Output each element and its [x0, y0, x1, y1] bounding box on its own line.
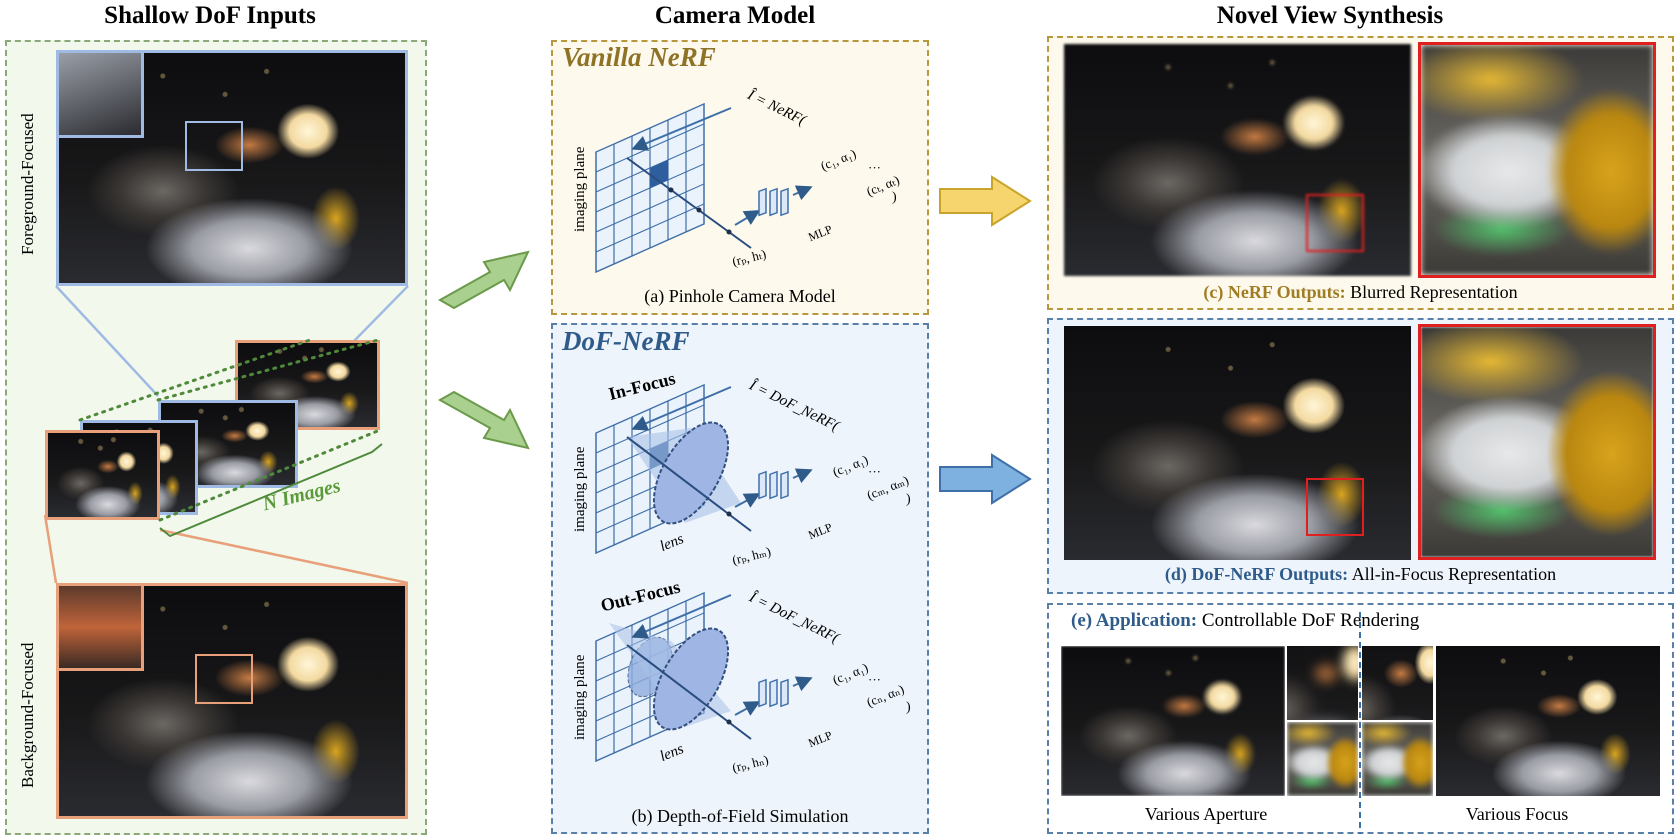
mlp-icon [758, 187, 789, 217]
infocus-close-paren: ) [906, 492, 911, 507]
background-inset-marker [195, 654, 253, 704]
nerf-output-photo [1064, 44, 1411, 276]
vanilla-close-paren: ) [892, 190, 897, 205]
vanilla-nerf-title: Vanilla NeRF [562, 42, 716, 72]
dof-outputs-caption-suffix: All-in-Focus Representation [1351, 564, 1557, 584]
nerf-output-zoom-crop [1418, 42, 1656, 278]
infocus-mlp-icon [758, 470, 789, 500]
n-images-bracket [159, 443, 383, 538]
infocus-imaging-plane-label: imaging plane [572, 446, 588, 532]
connector-line-bottom-right [159, 528, 409, 585]
inputs-title: Shallow DoF Inputs [104, 2, 316, 29]
nerf-outputs-caption-prefix: (c) NeRF Outputs: [1203, 282, 1346, 302]
arrow-to-dof-output-icon [939, 453, 1032, 505]
dotted-line-bottom [158, 428, 382, 522]
input-arrows [437, 250, 530, 450]
connector-line-bottom-left [43, 514, 58, 584]
outfocus-lens-icon [652, 627, 730, 731]
stack-frame-front [45, 430, 160, 520]
pinhole-diagram [595, 102, 813, 274]
dof-output-zoom-crop [1418, 324, 1656, 560]
various-aperture-label: Various Aperture [1144, 804, 1268, 824]
application-title: (e) Application: Controllable DoF Render… [1071, 610, 1419, 632]
focus-render-small-top [1362, 646, 1433, 720]
foreground-inset-crop [59, 53, 144, 138]
focus-render-large [1436, 646, 1660, 796]
outfocus-ellipsis: ··· [868, 672, 881, 687]
render-arrow [631, 107, 732, 151]
foreground-inset-marker [185, 121, 243, 171]
various-focus-label: Various Focus [1465, 804, 1569, 824]
outfocus-mlp-icon [758, 678, 789, 708]
output-arrows [939, 175, 1032, 505]
foreground-focused-photo [56, 50, 408, 286]
pinhole-caption: (a) Pinhole Camera Model [644, 286, 836, 306]
dotted-line-top [78, 338, 312, 422]
nerf-outputs-caption-suffix: Blurred Representation [1350, 282, 1518, 302]
application-title-suffix: Controllable DoF Rendering [1201, 610, 1420, 631]
imaging-plane-grid [595, 102, 705, 274]
infocus-ellipsis: ··· [868, 464, 881, 479]
vanilla-imaging-plane-label: imaging plane [572, 146, 588, 232]
nerf-outputs-caption: (c) NeRF Outputs: Blurred Representation [1047, 282, 1674, 303]
background-focused-photo [56, 583, 408, 819]
dof-diagram [595, 383, 813, 763]
dof-output-zoom-marker [1306, 478, 1364, 536]
infocus-lens-icon [652, 421, 730, 525]
aperture-render-small-bottom [1287, 722, 1358, 796]
dof-outputs-caption: (d) DoF-NeRF Outputs: All-in-Focus Repre… [1047, 564, 1674, 585]
arrow-to-nerf-output-icon [939, 175, 1032, 227]
background-inset-crop [59, 586, 144, 671]
dof-output-photo [1064, 326, 1411, 560]
stack-dotted-lines [78, 338, 383, 538]
outfocus-close-paren: ) [906, 700, 911, 715]
nerf-output-zoom-marker [1306, 194, 1364, 252]
dof-caption: (b) Depth-of-Field Simulation [631, 806, 849, 826]
focus-render-small-bottom [1362, 722, 1433, 796]
arrow-to-vanilla-icon [437, 250, 530, 310]
camera-model-title: Camera Model [654, 2, 816, 29]
vanilla-ellipsis: ··· [868, 160, 881, 175]
application-divider [1359, 612, 1361, 834]
novel-view-synthesis-title: Novel View Synthesis [1216, 2, 1444, 29]
outfocus-imaging-plane-label: imaging plane [572, 654, 588, 740]
dof-outputs-caption-prefix: (d) DoF-NeRF Outputs: [1164, 564, 1349, 584]
connector-line-top-left [55, 285, 159, 397]
arrow-to-dof-icon [437, 390, 530, 450]
aperture-render-small-top [1287, 646, 1358, 720]
aperture-render-large [1061, 646, 1285, 796]
dof-nerf-title: DoF-NeRF [562, 326, 690, 356]
dotted-line-mid [156, 338, 380, 402]
application-title-prefix: (e) Application: [1071, 610, 1198, 631]
